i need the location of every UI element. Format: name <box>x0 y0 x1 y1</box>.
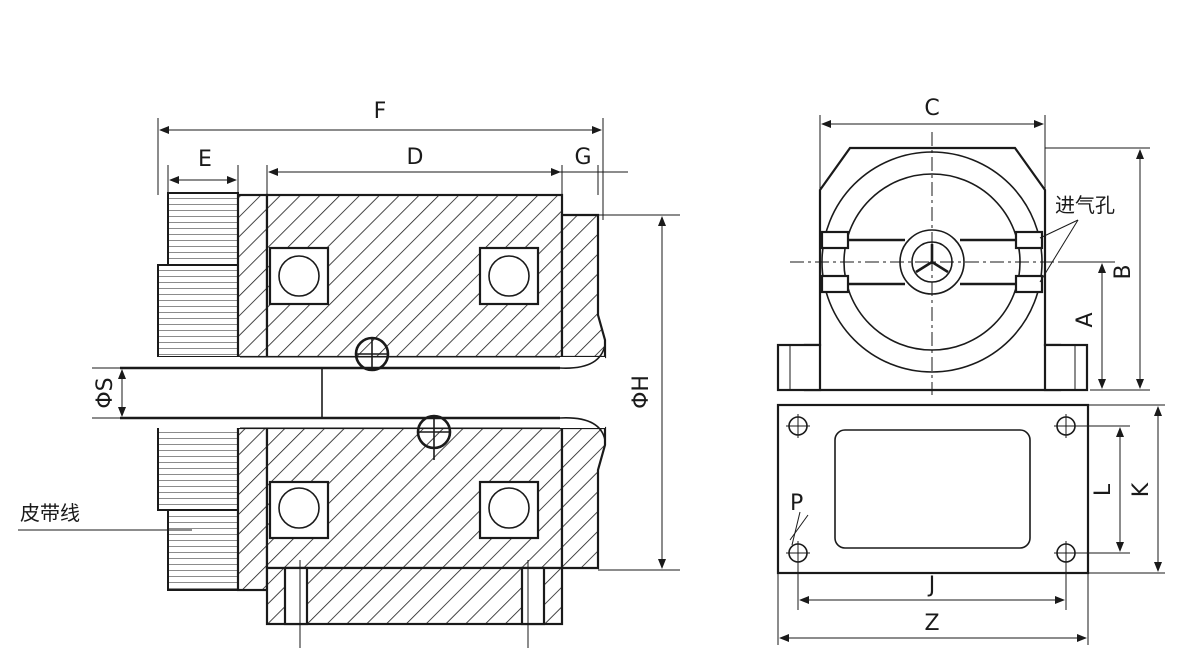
front-foot-left <box>776 343 822 392</box>
dimension-z-label: Z <box>924 611 939 636</box>
dimension-d: D <box>268 145 561 176</box>
dimension-j-label: J <box>927 573 936 598</box>
bearing-lower-right <box>478 480 540 540</box>
flange-lower <box>236 426 269 592</box>
end-cap-lower <box>560 426 607 570</box>
dimension-b-label: B <box>1111 264 1136 279</box>
vent-callout: 进气孔 <box>1039 193 1115 283</box>
nozzle-left-lower <box>820 274 905 294</box>
base-slot-left <box>283 566 309 626</box>
belt-pulley-lower-hub <box>157 419 239 511</box>
bearing-upper-left <box>268 246 330 306</box>
mount-hole-bottom-left <box>786 541 810 565</box>
dimension-l-label: L <box>1091 483 1116 496</box>
side-section-view: F E D G <box>18 99 680 648</box>
nozzle-left-upper <box>820 230 905 250</box>
dimension-b: B <box>1045 147 1150 391</box>
nozzle-right-lower <box>960 274 1044 294</box>
seal-ring-lower <box>416 414 452 460</box>
front-foot-right <box>1043 343 1089 392</box>
dimension-g-label: G <box>574 145 591 170</box>
bearing-lower-left <box>268 480 330 540</box>
base-foot <box>265 566 564 626</box>
dimension-h-label: ΦH <box>629 375 654 409</box>
base-view: P J Z L K <box>776 403 1165 645</box>
base-window <box>834 429 1031 549</box>
nozzle-right-upper <box>960 230 1044 250</box>
dimension-g: G <box>548 145 628 173</box>
dimension-c-label: C <box>924 96 939 121</box>
bearing-upper-right <box>478 246 540 306</box>
dimension-p-label: P <box>790 491 803 516</box>
belt-pulley-lower <box>167 509 239 591</box>
vent-label: 进气孔 <box>1055 193 1115 217</box>
dimension-e-label: E <box>198 147 212 172</box>
belt-line-label: 皮带线 <box>20 501 80 525</box>
front-view: C <box>776 96 1150 395</box>
dimension-d-label: D <box>407 145 424 170</box>
seal-ring-upper <box>354 336 390 372</box>
belt-pulley-upper-hub <box>157 264 239 358</box>
mount-hole-top-left <box>786 414 810 438</box>
mount-hole-top-right <box>1054 414 1078 438</box>
dimension-l: L <box>1078 425 1130 554</box>
dimension-s: ΦS <box>92 367 150 419</box>
dimension-z: Z <box>777 573 1089 645</box>
dimension-f-label: F <box>374 99 387 124</box>
dimension-a-label: A <box>1073 312 1098 327</box>
dimension-s-label: ΦS <box>93 377 118 408</box>
dimension-k-label: K <box>1129 482 1154 497</box>
end-cap-upper <box>560 213 607 359</box>
belt-pulley-upper <box>167 192 239 266</box>
dimension-p: P <box>789 491 809 546</box>
base-plate <box>776 403 1090 575</box>
dimension-k: K <box>1088 404 1165 574</box>
belt-line-callout: 皮带线 <box>18 501 192 531</box>
mount-hole-bottom-right <box>1054 541 1078 565</box>
dimension-j: J <box>797 565 1067 610</box>
dimension-a: A <box>1060 261 1115 389</box>
dimension-f: F <box>159 99 602 134</box>
dimension-e: E <box>169 147 237 184</box>
flange-upper <box>236 193 269 359</box>
dimension-h: ΦH <box>598 214 680 571</box>
base-slot-right <box>520 566 546 626</box>
